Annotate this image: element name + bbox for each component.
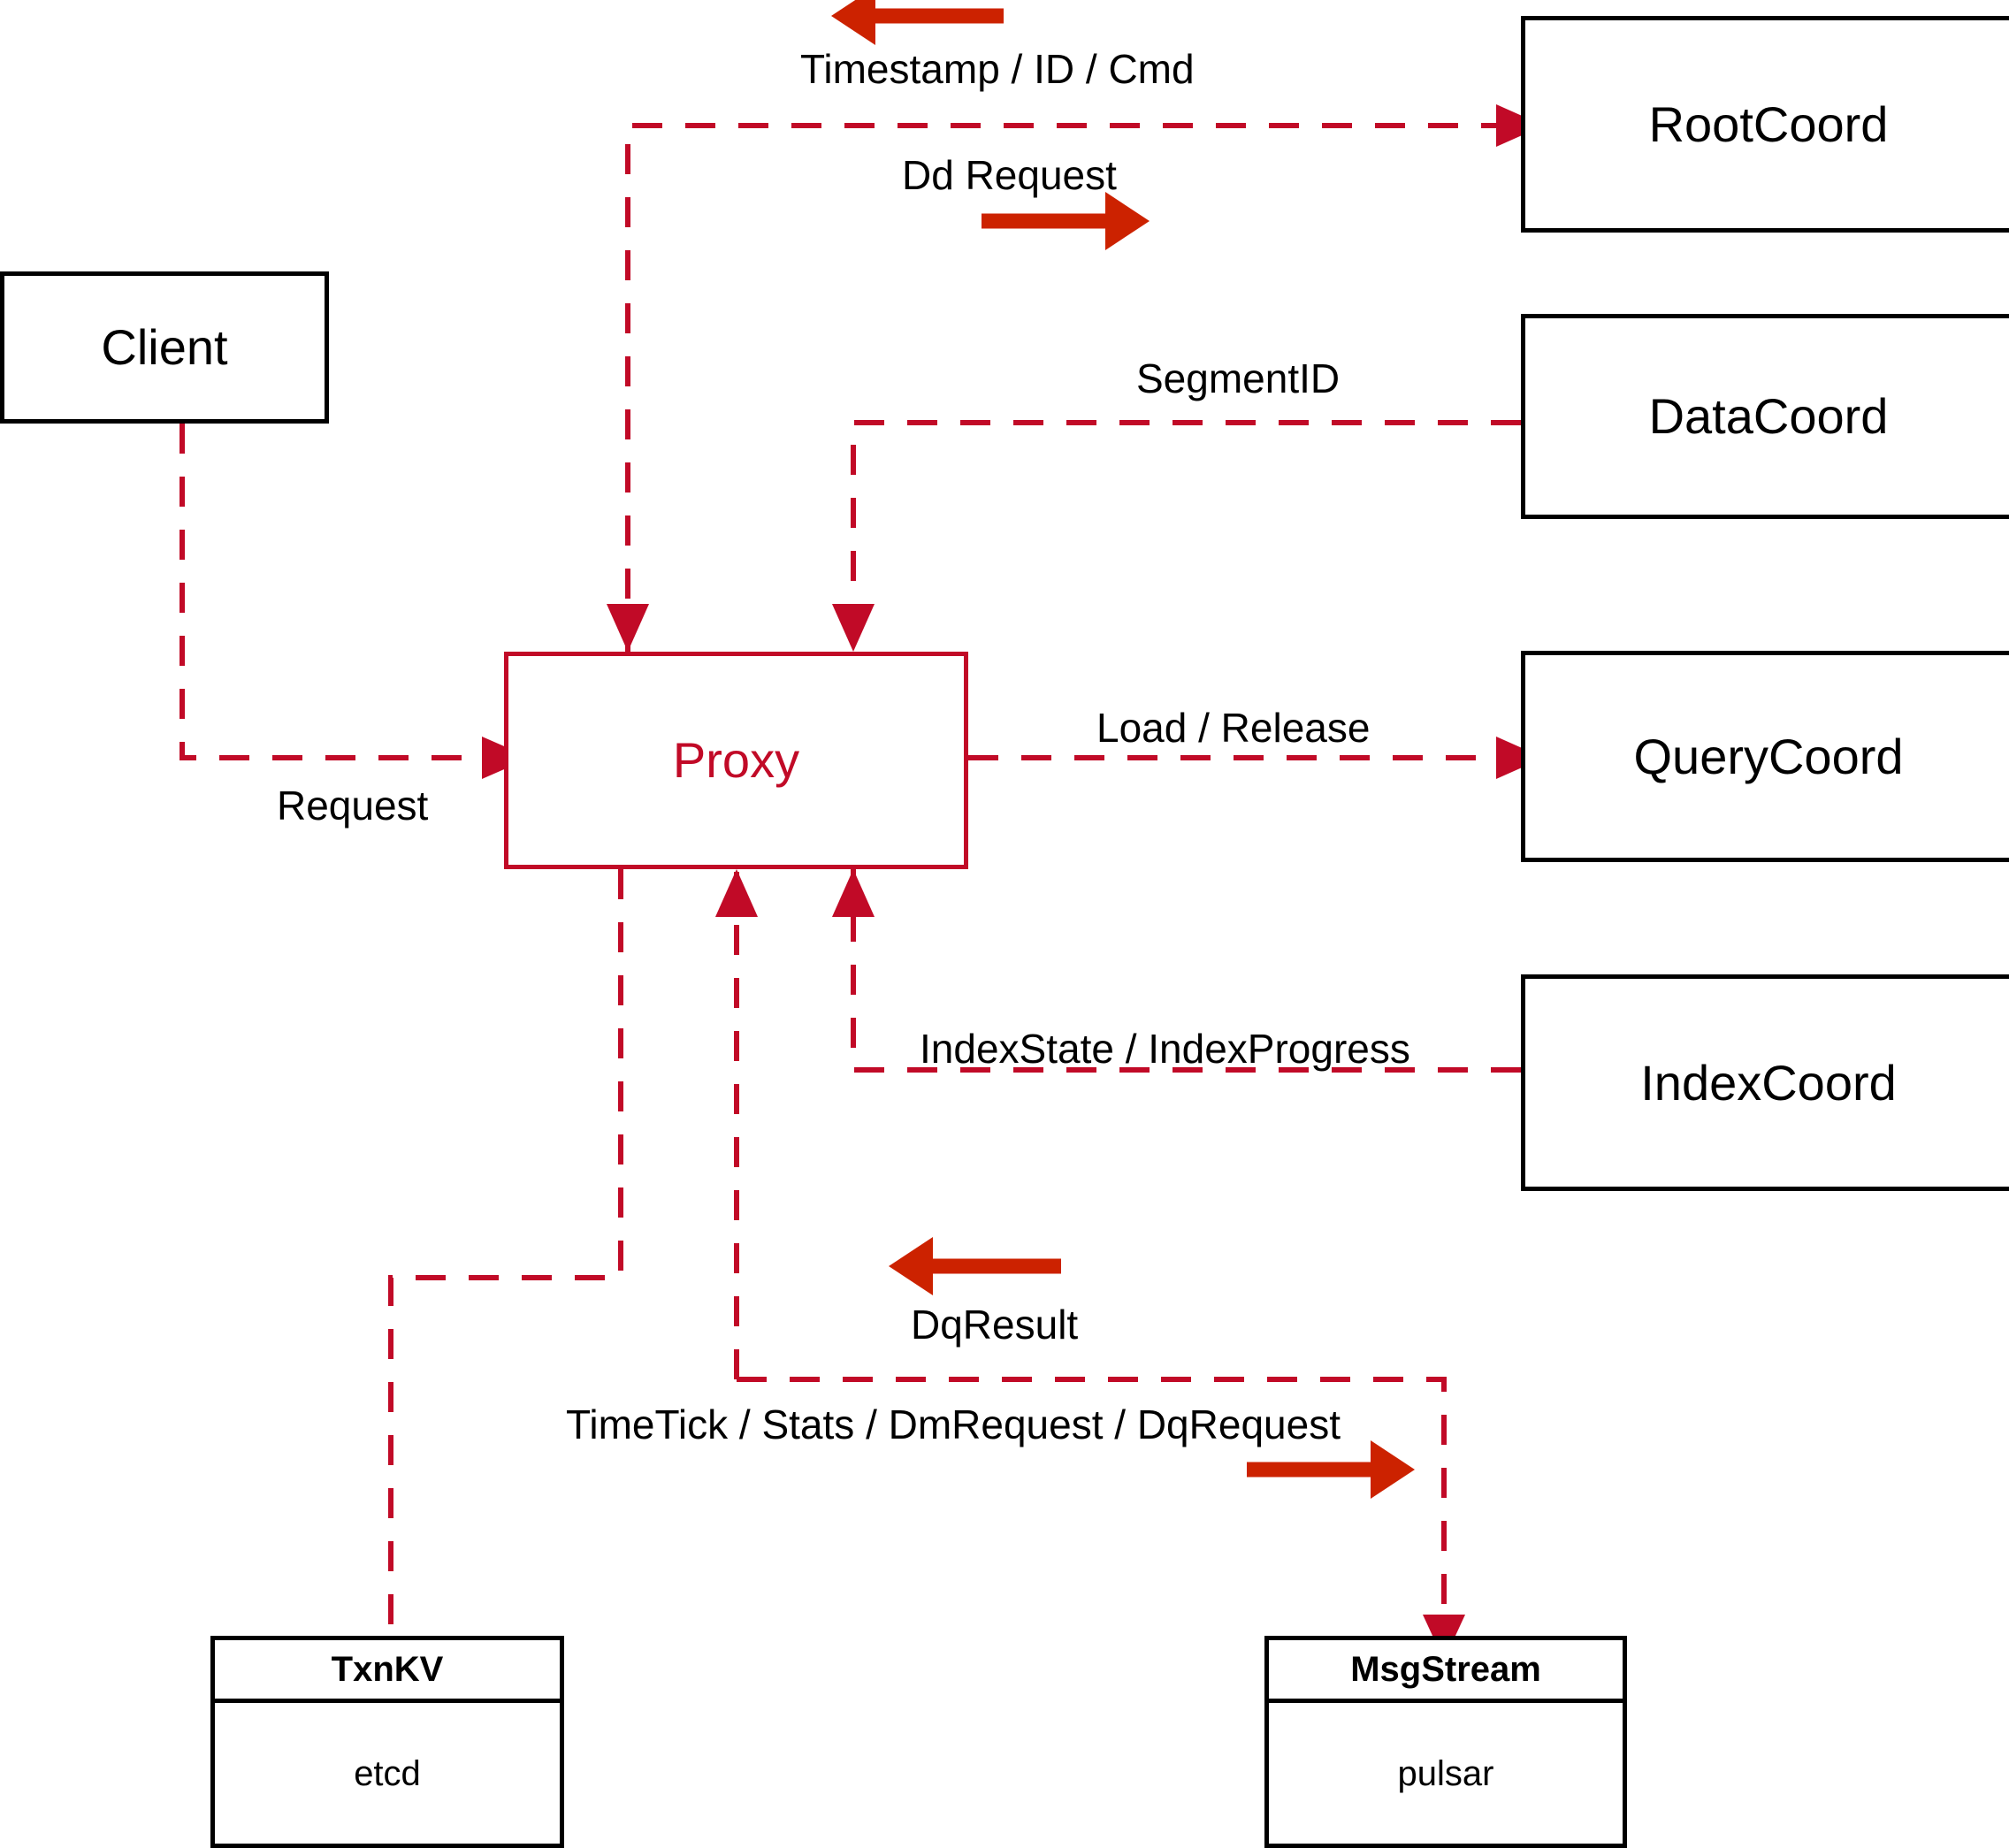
node-rootcoord-label: RootCoord (1648, 95, 1889, 152)
node-msgstream-body-label: pulsar (1397, 1753, 1494, 1793)
node-txnkv-header-label: TxnKV (331, 1650, 444, 1689)
edge-datacoord-proxy (851, 420, 1521, 652)
node-msgstream[interactable]: MsgStream pulsar (1264, 1636, 1627, 1848)
edge-label-index-state: IndexState / IndexProgress (920, 1026, 1410, 1072)
edge-label-timestamp-id-cmd: Timestamp / ID / Cmd (800, 46, 1195, 92)
edge-label-time-tick: TimeTick / Stats / DmRequest / DqRequest (566, 1401, 1341, 1447)
node-txnkv-header: TxnKV (215, 1640, 560, 1703)
node-indexcoord[interactable]: IndexCoord (1521, 974, 2009, 1191)
node-msgstream-header: MsgStream (1269, 1640, 1623, 1703)
node-txnkv-body: etcd (215, 1703, 560, 1844)
node-msgstream-body: pulsar (1269, 1703, 1623, 1844)
node-client[interactable]: Client (0, 271, 329, 424)
node-querycoord[interactable]: QueryCoord (1521, 651, 2009, 862)
direction-arrow-dqresult (889, 1237, 1061, 1295)
arrowhead-proxy-to-rootcoord (1496, 104, 1544, 147)
edge-label-segment-id: SegmentID (1136, 355, 1341, 401)
node-rootcoord[interactable]: RootCoord (1521, 16, 2009, 233)
direction-arrow-timestamp (831, 0, 1004, 45)
edge-label-dd-request: Dd Request (902, 152, 1117, 198)
edge-label-load-release: Load / Release (1096, 705, 1371, 751)
node-proxy[interactable]: Proxy (504, 652, 968, 869)
edge-proxy-txnkv (388, 869, 623, 1636)
arrowhead-proxy-to-querycoord (1496, 737, 1544, 779)
arrowhead-indexcoord-to-proxy (832, 869, 875, 917)
edge-label-request: Request (277, 783, 429, 829)
edge-proxy-rootcoord (625, 123, 1496, 652)
edge-indexcoord-proxy (851, 869, 1521, 1073)
node-msgstream-header-label: MsgStream (1350, 1650, 1541, 1689)
edge-label-dq-result: DqResult (911, 1302, 1079, 1348)
edge-proxy-to-msgstream (737, 1377, 1447, 1615)
node-txnkv[interactable]: TxnKV etcd (210, 1636, 564, 1848)
direction-arrow-timetick (1247, 1440, 1415, 1499)
arrowhead-datacoord-to-proxy (832, 604, 875, 652)
node-datacoord-label: DataCoord (1648, 388, 1889, 444)
node-proxy-label: Proxy (672, 732, 800, 788)
arrowhead-msgstream-to-proxy (715, 869, 758, 917)
node-querycoord-label: QueryCoord (1633, 728, 1904, 784)
node-indexcoord-label: IndexCoord (1640, 1054, 1897, 1111)
node-txnkv-body-label: etcd (354, 1753, 421, 1793)
edge-client-to-proxy (180, 424, 482, 760)
node-client-label: Client (101, 319, 228, 375)
arrowhead-rootcoord-to-proxy (607, 604, 649, 652)
node-datacoord[interactable]: DataCoord (1521, 314, 2009, 519)
direction-arrow-dd-request (982, 192, 1150, 250)
